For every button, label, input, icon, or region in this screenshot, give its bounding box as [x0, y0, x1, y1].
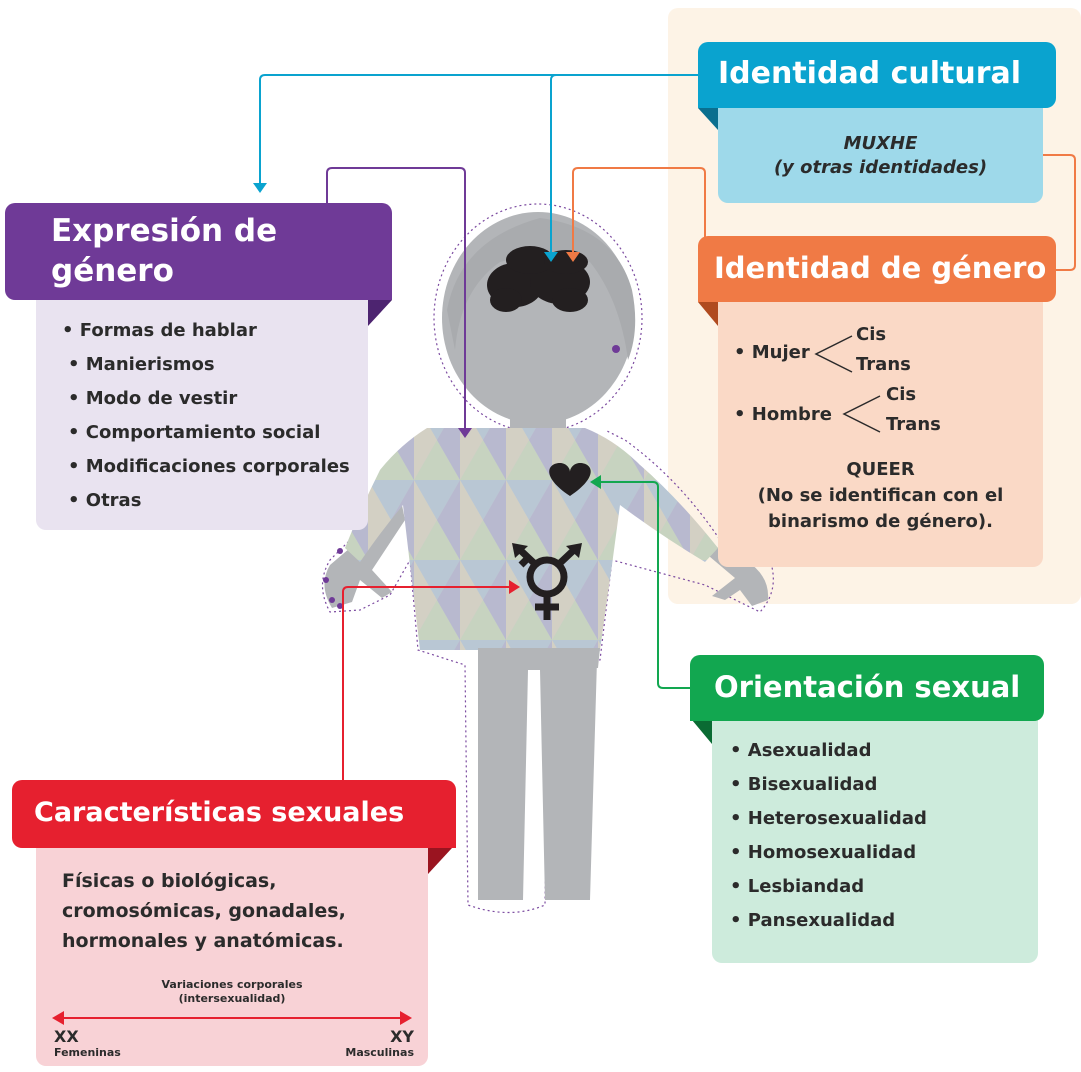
list-item: • Manierismos — [68, 354, 215, 375]
identidad-genero-header: Identidad de género — [698, 236, 1056, 302]
mujer-cis: Cis — [856, 324, 887, 345]
list-item: • Pansexualidad — [730, 910, 896, 931]
figure-legs — [478, 650, 600, 900]
caracteristicas-sexuales-header: Características sexuales — [12, 780, 456, 848]
mujer-label: • Mujer — [734, 342, 810, 363]
mujer-trans: Trans — [856, 354, 911, 375]
list-item: • Bisexualidad — [730, 774, 878, 795]
variaciones-line-1: Variaciones corporales — [161, 978, 303, 991]
desc-line-2: cromosómicas, gonadales, — [62, 900, 346, 922]
branch-icon — [814, 335, 853, 373]
expresion-genero-title-1: Expresión de — [51, 213, 278, 249]
list-item: • Modificaciones corporales — [68, 456, 350, 477]
list-item: • Formas de hablar — [62, 320, 257, 341]
hombre-cis: Cis — [886, 384, 917, 405]
mujer-row: • Mujer Cis Trans — [734, 324, 934, 384]
expresion-genero-title-2: género — [51, 253, 174, 289]
orientacion-sexual-header: Orientación sexual — [690, 655, 1044, 721]
brain-icon — [487, 246, 590, 312]
hombre-trans: Trans — [886, 414, 941, 435]
identidad-cultural-title: Identidad cultural — [718, 56, 1022, 91]
femeninas-label: Femeninas — [54, 1046, 121, 1059]
identidad-cultural-panel: MUXHE (y otras identidades) — [718, 108, 1043, 203]
intersex-spectrum-arrow — [52, 1011, 412, 1025]
caracteristicas-sexuales-title: Características sexuales — [34, 797, 405, 828]
hombre-label: • Hombre — [734, 404, 832, 425]
variaciones-label: Variaciones corporales (intersexualidad) — [36, 978, 428, 1006]
queer-title: QUEER — [846, 459, 915, 480]
expresion-genero-fold — [368, 300, 392, 326]
queer-block: QUEER (No se identifican con el binarism… — [718, 457, 1043, 535]
list-item: • Homosexualidad — [730, 842, 917, 863]
queer-desc-2: binarismo de género). — [768, 511, 993, 532]
masculinas-label: Masculinas — [345, 1046, 414, 1059]
hombre-row: • Hombre Cis Trans — [734, 384, 974, 444]
list-item: • Heterosexualidad — [730, 808, 927, 829]
expresion-genero-list: • Formas de hablar • Manierismos • Modo … — [62, 314, 368, 518]
xy-label: XY — [390, 1027, 414, 1046]
caracteristicas-desc: Físicas o biológicas, cromosómicas, gona… — [62, 866, 346, 956]
orientacion-sexual-fold — [692, 720, 712, 744]
queer-desc-1: (No se identifican con el — [757, 485, 1004, 506]
xx-label: XX — [54, 1027, 79, 1046]
branch-icon — [842, 395, 881, 433]
identidad-genero-panel: • Mujer Cis Trans • Hombre Cis Trans QUE… — [718, 302, 1043, 567]
orientacion-sexual-list: • Asexualidad • Bisexualidad • Heterosex… — [730, 734, 1038, 938]
list-item: • Asexualidad — [730, 740, 872, 761]
otras-identidades-label: (y otras identidades) — [773, 157, 988, 178]
caracteristicas-sexuales-fold — [428, 848, 452, 874]
muxhe-label: MUXHE — [843, 133, 918, 154]
orientacion-sexual-title: Orientación sexual — [714, 670, 1021, 704]
identidad-cultural-fold — [698, 108, 718, 130]
desc-line-1: Físicas o biológicas, — [62, 870, 277, 892]
list-item: • Otras — [68, 490, 142, 511]
identidad-genero-fold — [698, 302, 718, 326]
heart-icon — [549, 463, 591, 496]
earring-icon — [612, 345, 620, 353]
xx-block: XX Femeninas — [54, 1028, 121, 1060]
xy-block: XY Masculinas — [345, 1028, 414, 1060]
identidad-cultural-header: Identidad cultural — [698, 42, 1056, 108]
expresion-genero-panel: • Formas de hablar • Manierismos • Modo … — [36, 300, 368, 530]
list-item: • Comportamiento social — [68, 422, 321, 443]
identidad-genero-title: Identidad de género — [714, 251, 1047, 285]
list-item: • Modo de vestir — [68, 388, 238, 409]
orientacion-sexual-panel: • Asexualidad • Bisexualidad • Heterosex… — [712, 720, 1038, 963]
list-item: • Lesbiandad — [730, 876, 865, 897]
caracteristicas-sexuales-panel: Físicas o biológicas, cromosómicas, gona… — [36, 848, 428, 1066]
expresion-genero-header: Expresión de género — [5, 203, 392, 300]
variaciones-line-2: (intersexualidad) — [178, 992, 286, 1005]
desc-line-3: hormonales y anatómicas. — [62, 930, 344, 952]
